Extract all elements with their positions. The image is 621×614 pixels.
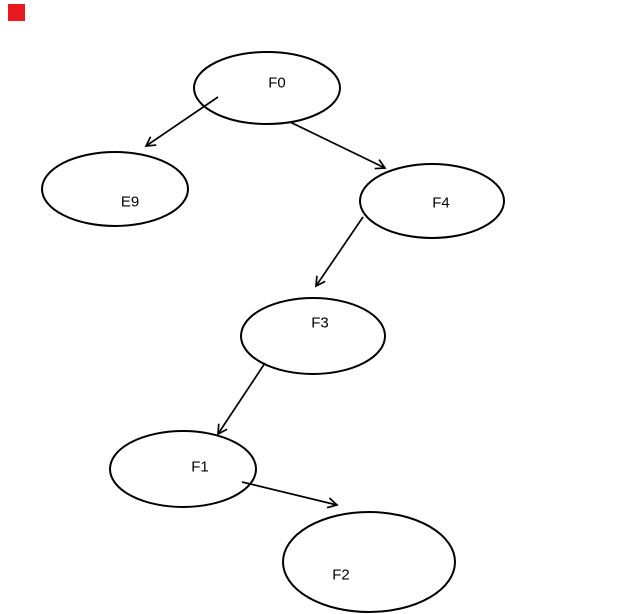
node-e9[interactable]: E9 [41, 151, 189, 227]
node-label-f3: F3 [311, 315, 329, 332]
edge-f0-f4[interactable] [289, 121, 385, 168]
node-ellipse-f2[interactable] [282, 511, 456, 613]
node-f3[interactable]: F3 [240, 297, 386, 375]
node-label-e9: E9 [121, 194, 139, 211]
node-f0[interactable]: F0 [193, 51, 341, 125]
edges-layer [146, 96, 385, 505]
edge-f1-f2[interactable] [241, 481, 337, 505]
node-label-f2: F2 [332, 567, 350, 584]
node-ellipse-e9[interactable] [41, 151, 189, 227]
node-label-f1: F1 [191, 459, 209, 476]
edge-f3-f1[interactable] [218, 362, 266, 434]
edge-f4-f3[interactable] [316, 216, 364, 286]
node-f4[interactable]: F4 [359, 163, 505, 239]
red-square-marker [8, 4, 25, 21]
node-f2[interactable]: F2 [282, 511, 456, 613]
node-f1[interactable]: F1 [109, 430, 257, 508]
node-ellipse-f0[interactable] [193, 51, 341, 125]
edge-f0-e9[interactable] [146, 96, 219, 146]
node-ellipse-f3[interactable] [240, 297, 386, 375]
node-ellipse-f4[interactable] [359, 163, 505, 239]
node-ellipse-f1[interactable] [109, 430, 257, 508]
node-label-f4: F4 [432, 195, 450, 212]
node-label-f0: F0 [268, 75, 286, 92]
